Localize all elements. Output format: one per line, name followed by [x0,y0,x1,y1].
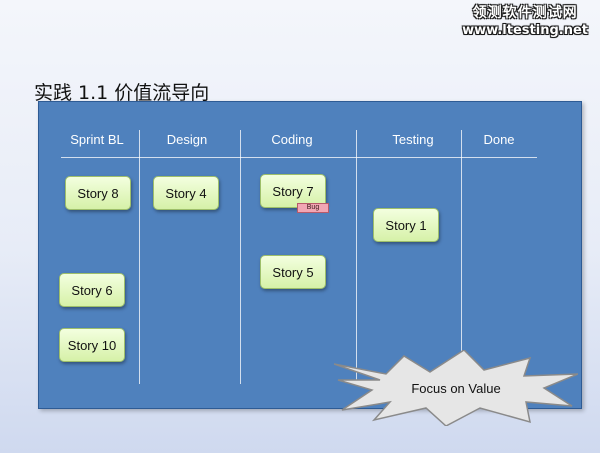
column-divider [139,130,140,384]
story-card[interactable]: Story 6 [59,273,125,307]
starburst-shape [334,350,578,426]
watermark-site-name: 领测软件测试网 [472,5,578,21]
story-card[interactable]: Story 5 [260,255,326,289]
column-header-testing: Testing [392,132,434,147]
column-header-sprint-bl: Sprint BL [70,132,124,147]
site-watermark: 领测软件测试网 www.ltesting.net [462,4,588,40]
column-header-design: Design [166,132,208,147]
story-card[interactable]: Story 1 [373,208,439,242]
story-card[interactable]: Story 4 [153,176,219,210]
column-divider [356,130,357,384]
story-card[interactable]: Story 7 [260,174,326,208]
story-card[interactable]: Story 8 [65,176,131,210]
bug-tag: Bug [297,203,329,213]
story-card[interactable]: Story 10 [59,328,125,362]
column-header-coding: Coding [271,132,313,147]
column-divider [461,130,462,384]
column-header-done: Done [483,132,515,147]
slide-title: 实践 1.1 价值流导向 [34,82,210,104]
kanban-board: Sprint BL Design Coding Testing Done Sto… [38,101,582,409]
watermark-url: www.ltesting.net [462,23,588,38]
header-divider [61,157,537,158]
callout-label: Focus on Value [411,380,501,396]
column-divider [240,130,241,384]
focus-callout: Focus on Value [334,350,578,426]
